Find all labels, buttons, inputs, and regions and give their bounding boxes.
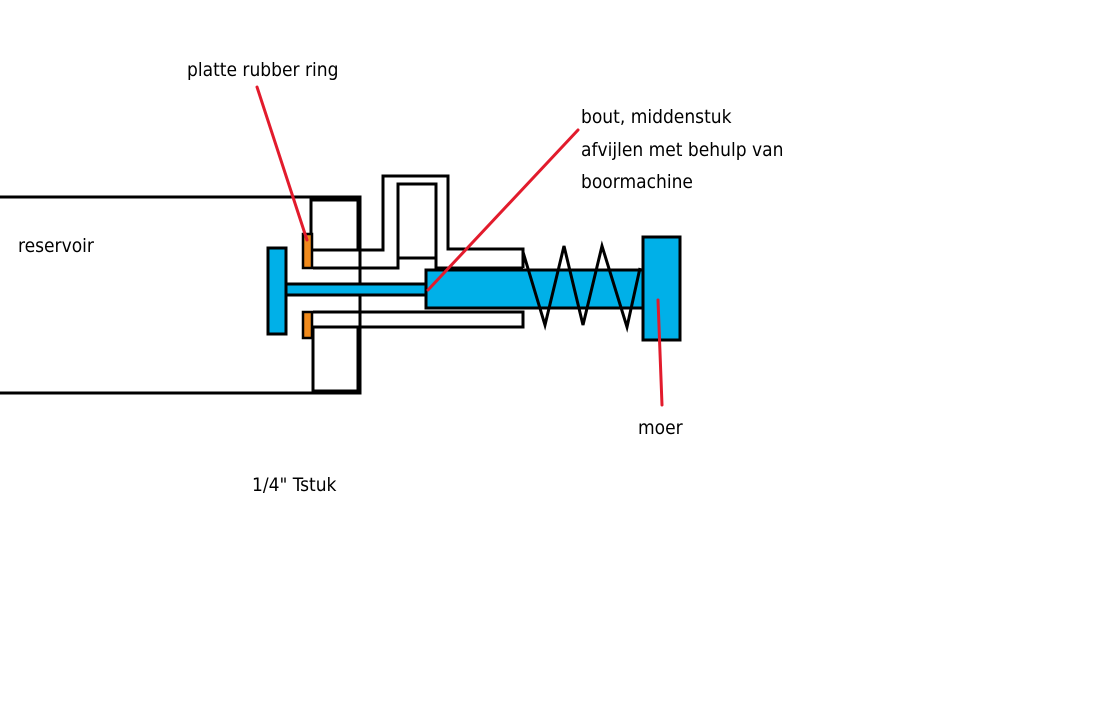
tee-fitting — [309, 174, 525, 393]
bolt-pointer-line — [426, 128, 580, 292]
nut-label: moer — [638, 417, 684, 439]
bolt-label-line3: boormachine — [581, 171, 693, 193]
bolt-label-line2: afvijlen met behulp van — [581, 139, 783, 161]
rubber-ring-label: platte rubber ring — [187, 59, 338, 81]
rubber-ring — [301, 232, 314, 340]
spring — [521, 240, 642, 333]
bolt-shaft — [284, 282, 430, 297]
ring-pointer-line — [255, 85, 309, 242]
bolt-label-line1: bout, middenstuk — [581, 106, 732, 128]
nut — [641, 235, 682, 342]
nut-pointer-line — [656, 298, 664, 407]
bolt-head — [266, 246, 288, 336]
reservoir-label: reservoir — [18, 235, 95, 257]
tee-label: 1/4" Tstuk — [252, 474, 337, 496]
